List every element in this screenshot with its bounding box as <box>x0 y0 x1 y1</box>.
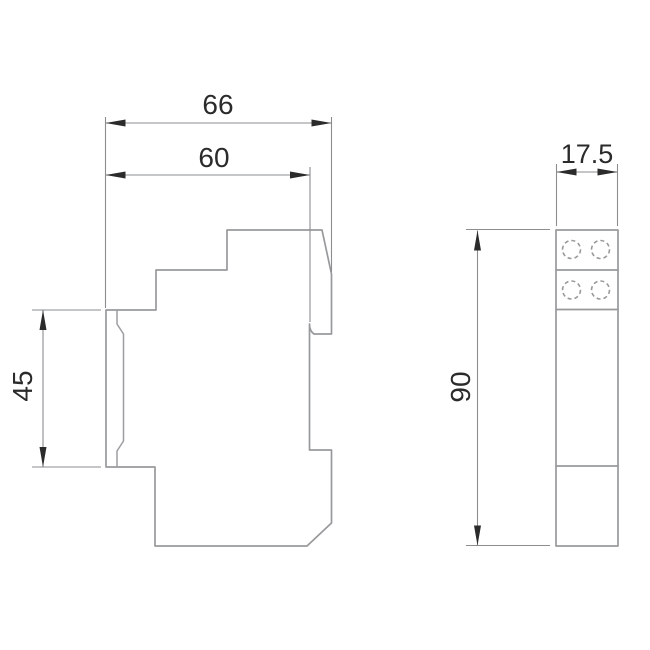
side-view-din-recess-contour <box>116 309 125 468</box>
dimension-overall-depth: 66 <box>104 89 333 308</box>
front-view <box>555 229 619 547</box>
arrowhead-left-icon <box>105 119 126 127</box>
dim-module-width-label: 17.5 <box>561 139 614 169</box>
arrowhead-down-icon <box>474 525 481 546</box>
arrowhead-right-icon <box>597 168 618 176</box>
dim-rail-section-height-label: 45 <box>7 370 38 401</box>
arrowhead-right-icon <box>311 119 332 127</box>
terminal-screw-circle <box>590 239 611 260</box>
dimension-module-width: 17.5 <box>555 139 619 226</box>
arrowhead-up-icon <box>39 310 47 330</box>
arrowhead-down-icon <box>39 447 47 467</box>
dimension-overall-height: 90 <box>445 228 550 547</box>
dimension-body-depth: 60 <box>105 142 311 322</box>
arrowhead-left-icon <box>556 168 577 176</box>
arrowhead-left-icon <box>105 171 126 179</box>
dim-body-depth-label: 60 <box>198 142 229 173</box>
terminal-screw-circle <box>561 280 582 300</box>
terminal-screw-circle <box>561 239 582 260</box>
side-view <box>105 229 333 547</box>
front-view-body <box>555 229 619 547</box>
dim-overall-height-label: 90 <box>445 371 476 402</box>
side-view-outline <box>105 229 333 547</box>
terminal-screw-circle <box>590 280 611 300</box>
arrowhead-up-icon <box>474 230 481 251</box>
dim-overall-depth-label: 66 <box>202 89 233 120</box>
arrowhead-right-icon <box>290 171 310 179</box>
dimension-rail-section-height: 45 <box>7 309 101 468</box>
